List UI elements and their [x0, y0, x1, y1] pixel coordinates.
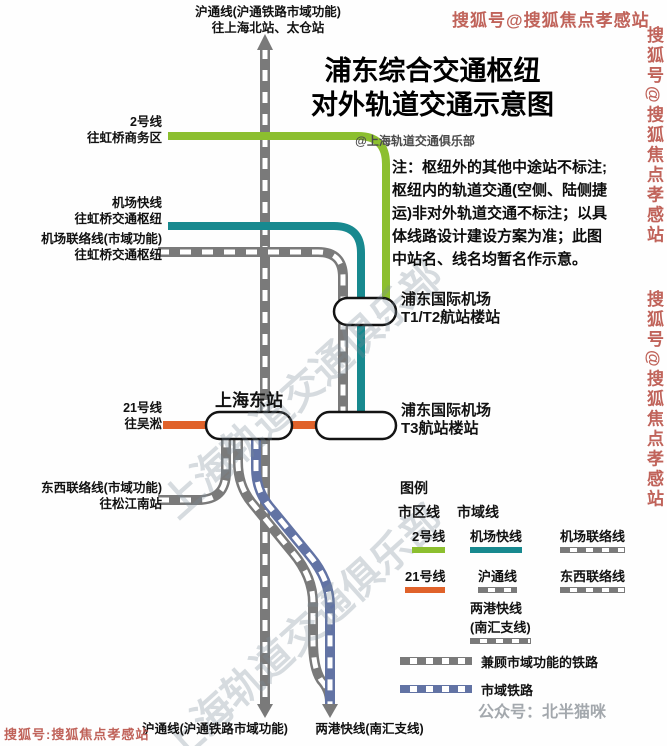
legend-line21-swatch — [405, 587, 446, 593]
legend-heading: 图例 — [400, 480, 428, 496]
legend-airport-link-swatch — [560, 547, 626, 553]
legend-lianggang-label1: 两港快线 — [470, 601, 523, 616]
notes-block: 注：枢纽外的其他中途站不标注; 枢纽内的轨道交通(空侧、陆侧捷 运)非对外轨道交… — [392, 156, 664, 271]
legend-regional-railway-swatch — [400, 685, 472, 693]
legend-line21-label: 21号线 — [405, 569, 446, 584]
t3-station-name: 浦东国际机场 — [401, 402, 492, 419]
legend-entry-hutong: 沪通线 — [478, 566, 518, 593]
station-t1t2 — [332, 296, 398, 327]
legend-entry-line21: 21号线 — [405, 566, 446, 593]
line21-label: 21号线 往吴淞 — [88, 400, 162, 432]
legend-entry-airport-link: 机场联络线 — [560, 526, 626, 553]
airport-link-line — [158, 247, 348, 424]
legend-east-west-label: 东西联络线 — [560, 569, 626, 584]
lianggang-blue-dashes — [253, 438, 333, 704]
legend-airport-express-label: 机场快线 — [470, 529, 523, 544]
hutong-line — [257, 34, 273, 718]
east-west-destination: 往松江南站 — [99, 497, 162, 511]
lianggang-down-arrow-icon — [322, 704, 338, 718]
airport-link-dashes — [158, 249, 346, 424]
legend-col-urban: 市区线 — [398, 504, 440, 520]
line21-name: 21号线 — [123, 401, 162, 415]
airport-link-name: 机场联络线(市域功能) — [41, 232, 162, 246]
line21-destination: 往吴淞 — [124, 417, 162, 431]
airport-link-label: 机场联络线(市域功能) 往虹桥交通枢纽 — [4, 231, 162, 263]
sohu-watermark-side-1: 搜狐号@搜狐焦点孝感站 — [644, 26, 663, 246]
hutong-top-destination: 往上海北站、太仓站 — [211, 21, 325, 35]
sohu-watermark-top: 搜狐号@搜狐焦点孝感站 — [452, 11, 650, 30]
station-shanghai-east — [204, 410, 294, 441]
legend-airport-express-swatch — [470, 547, 523, 553]
east-west-label: 东西联络线(市域功能) 往松江南站 — [2, 480, 162, 512]
legend-airport-link-label: 机场联络线 — [560, 529, 626, 544]
airport-express-name: 机场快线 — [111, 196, 162, 210]
legend-entry-lianggang: 两港快线 (南汇支线) — [470, 598, 531, 644]
lianggang-line-blue — [251, 438, 338, 718]
t1t2-station-name: 浦东国际机场 — [401, 291, 492, 308]
airport-express-label: 机场快线 往虹桥交通枢纽 — [44, 195, 162, 227]
legend-entry-airport-express: 机场快线 — [470, 526, 523, 553]
line-2-path — [168, 132, 390, 306]
legend-col-regional: 市域线 — [457, 504, 499, 520]
note-line: 中站名、线名均暂名作示意。 — [392, 251, 588, 268]
sohu-watermark-side-2: 搜狐号@搜狐焦点孝感站 — [644, 290, 663, 510]
hutong-top-label: 沪通线(沪通铁路市域功能) 往上海北站、太仓站 — [168, 4, 368, 36]
legend-lianggang-label2: (南汇支线) — [470, 620, 531, 635]
legend-mixed-railway-swatch — [400, 657, 472, 665]
legend-entry-east-west: 东西联络线 — [560, 566, 626, 593]
hutong-bottom-label: 沪通线(沪通铁路市域功能) — [142, 722, 288, 736]
lianggang-branch-gray — [233, 438, 335, 703]
legend-regional-railway-label: 市域铁路 — [481, 683, 534, 698]
t1t2-station-sub: T1/T2航站楼站 — [401, 309, 501, 326]
page-title: 浦东综合交通枢纽 对外轨道交通示意图 — [290, 54, 575, 122]
t3-station-sub: T3航站楼站 — [401, 420, 479, 437]
airport-link-destination: 往虹桥交通枢纽 — [74, 248, 162, 262]
legend-line2-swatch — [412, 547, 446, 553]
east-west-path — [158, 440, 231, 505]
note-line: 枢纽内的轨道交通(空侧、陆侧捷 — [392, 182, 607, 199]
airport-express-destination: 往虹桥交通枢纽 — [74, 212, 162, 226]
legend-entry-line2: 2号线 — [412, 526, 446, 553]
t3-station-label: 浦东国际机场 T3航站楼站 — [401, 402, 531, 438]
title-credit: @上海轨道交通俱乐部 — [355, 134, 475, 148]
line2-destination: 往虹桥商务区 — [86, 131, 162, 145]
note-line: 注：枢纽外的其他中途站不标注; — [392, 159, 607, 176]
legend-lianggang-swatch — [470, 638, 531, 644]
legend-hutong-label: 沪通线 — [478, 569, 518, 584]
line2-name: 2号线 — [130, 115, 162, 129]
hutong-up-arrow-icon — [257, 34, 273, 50]
legend-east-west-swatch — [560, 587, 626, 593]
legend: 图例 市区线 市域线 2号线 机场快线 机场联络线 21号线 沪通线 东西联络线… — [393, 474, 667, 726]
sohu-watermark-bottom: 搜狐号:搜狐焦点孝感站 — [4, 727, 150, 742]
east-west-name: 东西联络线(市域功能) — [41, 481, 162, 495]
airport-express-path — [168, 222, 365, 424]
hutong-down-arrow-icon — [257, 704, 273, 718]
hutong-top-name: 沪通线(沪通铁路市域功能) — [195, 5, 341, 19]
legend-line2-label: 2号线 — [412, 529, 446, 544]
legend-hutong-swatch — [478, 587, 518, 593]
lianggang-gray-dashes — [235, 438, 333, 703]
title-line2: 对外轨道交通示意图 — [311, 90, 554, 120]
line2-label: 2号线 往虹桥商务区 — [50, 114, 162, 146]
note-line: 运)非对外轨道交通不标注；以具 — [392, 205, 607, 222]
note-line: 体线路设计建设方案为准；此图 — [392, 228, 603, 245]
legend-mixed-railway-label: 兼顾市域功能的铁路 — [481, 655, 599, 670]
shanghai-east-station-label: 上海东站 — [215, 391, 283, 410]
t1t2-station-label: 浦东国际机场 T1/T2航站楼站 — [401, 291, 531, 327]
east-west-link-line — [158, 440, 231, 505]
station-t3 — [314, 410, 398, 441]
lianggang-bottom-label: 两港快线(南汇支线) — [315, 722, 424, 736]
title-line1: 浦东综合交通枢纽 — [324, 56, 541, 86]
bottom-right-watermark: 公众号：北半猫咪 — [478, 704, 607, 721]
